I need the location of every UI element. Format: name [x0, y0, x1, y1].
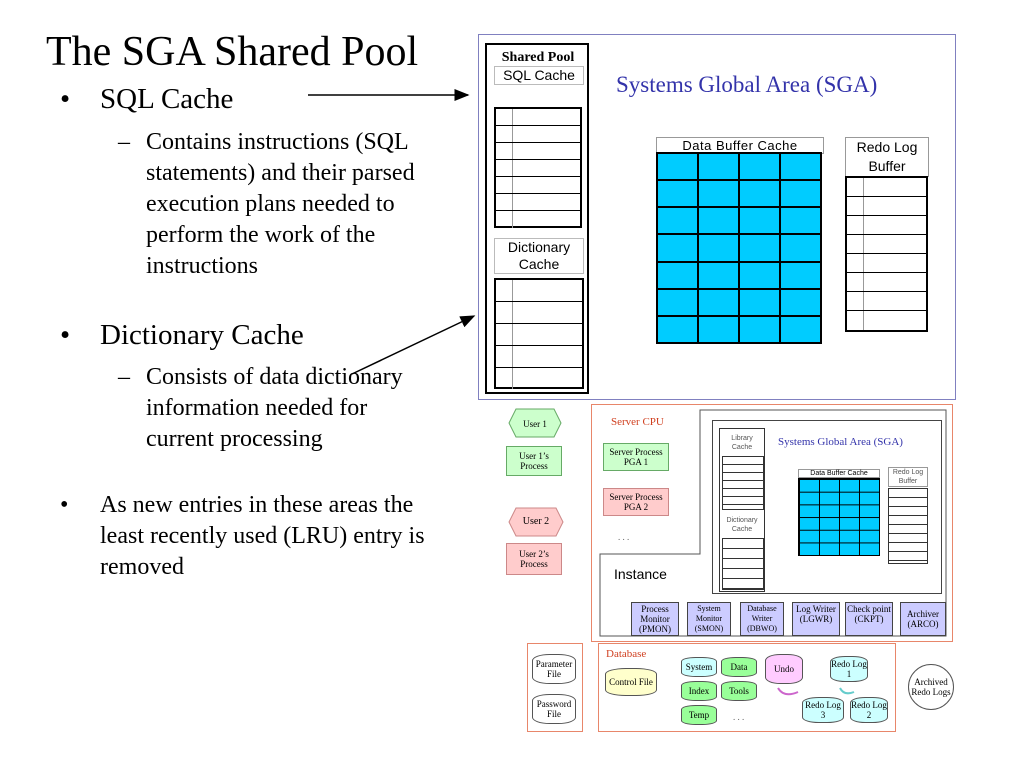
redo-log-2: Redo Log 2	[850, 697, 888, 723]
datafile-data: Data	[721, 657, 757, 677]
sql-cache-label: SQL Cache	[494, 66, 584, 85]
redo-log-buffer-label: Redo Log Buffer	[845, 137, 929, 177]
server-cpu-label: Server CPU	[611, 416, 664, 428]
small-sga-frame	[712, 420, 942, 594]
undo-file: Undo	[765, 654, 803, 684]
server-process-2: Server Process PGA 2	[603, 488, 669, 516]
user2-process: User 2’s Process	[506, 543, 562, 575]
small-redo-buffer-label: Redo Log Buffer	[888, 467, 928, 487]
bg-smon: System Monitor (SMON)	[687, 602, 731, 636]
redo-log-buffer-grid	[845, 176, 928, 332]
small-data-buffer-grid	[798, 478, 880, 556]
small-dictionary-cache-label: Dictionary Cache	[726, 517, 758, 533]
server-process-1: Server Process PGA 1	[603, 443, 669, 471]
redo-log-3: Redo Log 3	[802, 697, 844, 723]
slide-title: The SGA Shared Pool	[46, 29, 419, 75]
datafile-index: Index	[681, 681, 717, 701]
database-frame	[598, 643, 896, 732]
bg-dbwo: Database Writer (DBWO)	[740, 602, 784, 636]
datafile-ellipsis: . . .	[733, 712, 745, 722]
password-file: Password File	[532, 694, 576, 724]
small-dictionary-cache-grid	[722, 538, 764, 590]
user1-shape	[508, 408, 562, 438]
bg-ckpt: Check point (CKPT)	[845, 602, 893, 636]
user2-shape	[508, 507, 564, 537]
server-cpu-frame	[591, 404, 953, 642]
user1-label: User 1	[523, 419, 547, 429]
sga-frame	[478, 34, 956, 400]
redo-cycle-arrows	[777, 687, 855, 696]
arrow-to-dictionary-cache	[351, 315, 476, 375]
user2-label: User 2	[522, 516, 550, 527]
archived-redo-logs: Archived Redo Logs	[908, 664, 954, 710]
bg-pmon: Process Monitor (PMON)	[631, 602, 679, 636]
redo-log-1: Redo Log 1	[830, 656, 868, 682]
datafile-tools: Tools	[721, 681, 757, 701]
small-shared-pool	[719, 428, 765, 592]
instance-outline	[599, 409, 947, 637]
dictionary-cache-label: Dictionary Cache	[494, 238, 584, 274]
small-sga-title: Systems Global Area (SGA)	[778, 436, 903, 448]
small-data-buffer-label: Data Buffer Cache	[798, 469, 880, 478]
data-buffer-cache-grid	[656, 152, 822, 344]
bg-arco: Archiver (ARCO)	[900, 602, 946, 636]
instance-label: Instance	[614, 566, 667, 582]
control-file: Control File	[605, 668, 657, 696]
bg-lgwr: Log Writer (LGWR)	[792, 602, 840, 636]
small-library-cache-label: Library Cache	[731, 435, 753, 451]
server-process-ellipsis: . . .	[618, 532, 630, 542]
parameter-file: Parameter File	[532, 654, 576, 684]
datafile-system: System	[681, 657, 717, 677]
dictionary-cache-grid	[494, 278, 584, 389]
shared-pool-label: Shared Pool	[501, 50, 575, 65]
small-library-cache-grid	[722, 456, 764, 510]
database-label: Database	[606, 648, 647, 660]
small-redo-buffer-grid	[888, 488, 928, 564]
datafile-temp: Temp	[681, 705, 717, 725]
files-frame	[527, 643, 583, 732]
user1-process: User 1’s Process	[506, 446, 562, 476]
sga-title: Systems Global Area (SGA)	[616, 72, 878, 97]
shared-pool-box	[485, 43, 589, 394]
sql-cache-grid	[494, 107, 582, 228]
